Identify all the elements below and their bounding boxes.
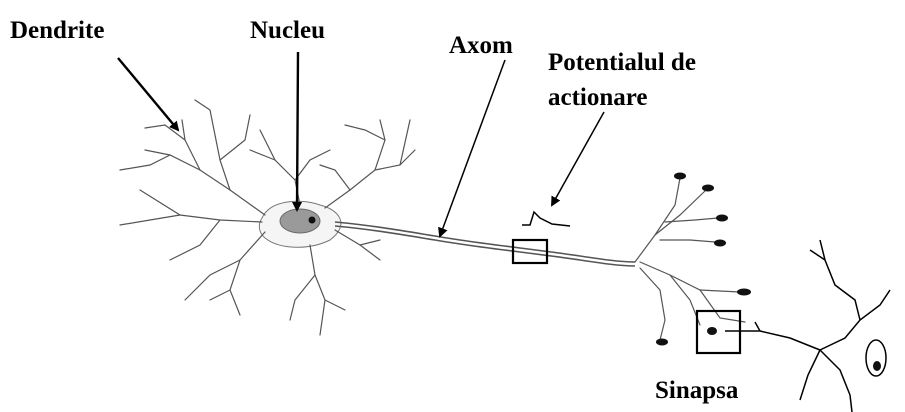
axon-shaft [335,222,635,262]
terminal-bouton [737,289,751,296]
synapse-box [697,311,740,353]
nucleus-arrow [297,52,298,210]
second-neuron [725,240,890,412]
action-potential-arrow [552,112,604,205]
label-axon: Axom [449,32,513,59]
terminal-bouton [674,173,686,180]
terminal-bouton [716,215,728,222]
terminal-bouton [702,185,714,192]
label-dendrite: Dendrite [10,17,104,44]
axon-terminals [635,178,745,340]
terminal-bouton [656,339,668,346]
action-potential-spike [522,212,570,226]
label-nucleus: Nucleu [250,17,325,44]
label-action-potential-line1: Potentialul de [548,49,696,76]
nucleolus [309,217,316,224]
terminal-bouton [707,327,717,335]
axon-arrow [440,60,505,236]
label-action-potential-line2: actionare [548,84,648,111]
terminal-bouton [714,240,726,247]
label-synapse: Sinapsa [655,377,739,404]
dendrite-arrow [118,58,178,130]
